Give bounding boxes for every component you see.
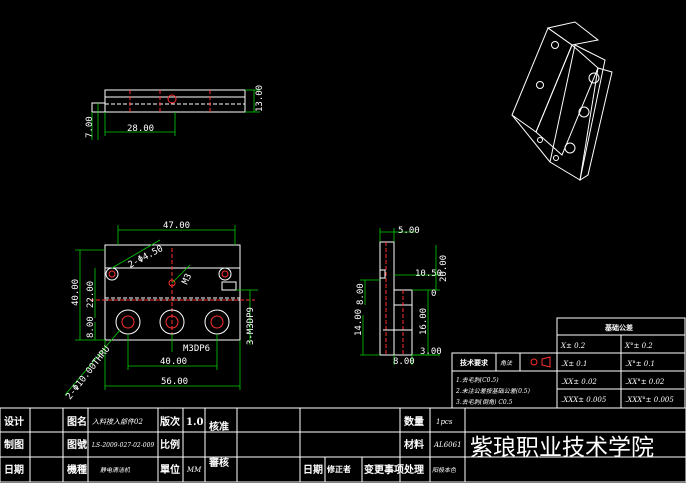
dim-side-20: 20.00 <box>439 255 449 282</box>
front-view: 47.00 2-Φ4.50 M3 40.00 22.00 8.00 3-M3DP… <box>64 221 258 402</box>
tb-review-label: 審核 <box>208 456 229 469</box>
dim-top-height: 13.00 <box>255 85 265 112</box>
tb-approve-label: 核准 <box>209 420 229 433</box>
dim-front-holes-span: 40.00 <box>160 357 187 367</box>
tol-r2-b: .X°± 0.1 <box>625 360 655 368</box>
tb-drawing-name: 入料接入部件02 <box>92 418 143 426</box>
tb-design-label: 设计 <box>4 415 24 428</box>
side-view: 5.00 10.50 20.00 16.00 0 8.00 14.00 8.00… <box>354 226 449 367</box>
school-name: 紫琅职业技术学院 <box>470 435 654 461</box>
tolerance-title: 基础公差 <box>604 323 633 332</box>
tolerance-table: 基础公差 X± 0.2 X°± 0.2 .X± 0.1 .X°± 0.1 .XX… <box>556 317 686 409</box>
projection-symbol-icon <box>530 358 538 366</box>
tech-item-1: 1.去毛刺(C0.5) <box>456 376 499 384</box>
tb-rev-date-label: 日期 <box>303 463 323 476</box>
tb-date-label: 日期 <box>4 463 24 476</box>
dim-side-10-50: 10.50 <box>415 269 442 279</box>
tech-title: 技术要求 <box>460 358 489 367</box>
isometric-view <box>511 21 613 182</box>
tech-requirements: 技术要求 角法 1.去毛刺(C0.5) 2.未注公差按基础公差(0.5) 3.去… <box>451 352 558 409</box>
dim-front-top-width: 47.00 <box>163 221 190 231</box>
tb-scale-label: 比例 <box>160 438 180 451</box>
tol-r3-a: .XX± 0.02 <box>561 378 597 386</box>
tb-material: AL6061 <box>433 441 462 449</box>
title-block: 设计 图名 入料接入部件02 版次 1.0 核准 数量 1pcs 制图 图號 L… <box>0 407 686 483</box>
dim-side-8: 8.00 <box>356 283 366 305</box>
dim-front-height-mid: 22.00 <box>86 281 96 308</box>
tol-r1-b: X°± 0.2 <box>624 342 653 350</box>
dim-front-height-low: 8.00 <box>86 316 96 338</box>
tb-unit: MM <box>186 466 202 474</box>
dim-side-top: 5.00 <box>398 226 420 236</box>
dim-side-0: 0 <box>431 289 436 299</box>
tb-drawing-name-label: 图名 <box>67 415 87 428</box>
top-view: 13.00 7.00 28.00 <box>85 85 265 140</box>
dim-top-width: 28.00 <box>127 124 154 134</box>
angle-label: 角法 <box>500 359 513 367</box>
tb-treatment-label: 处理 <box>403 463 424 476</box>
tb-material-label: 材料 <box>404 438 424 451</box>
tb-reviser-label: 修正者 <box>326 464 351 474</box>
tb-version: 1.0 <box>186 417 203 428</box>
tb-change-label: 变更事项 <box>364 463 404 476</box>
tech-item-3: 3.去毛刺(倒角) C0.5 <box>456 398 513 406</box>
tb-qty-label: 数量 <box>404 415 424 428</box>
dim-front-m3dp6: M3DP6 <box>183 344 210 354</box>
tb-draw-label: 制图 <box>4 438 24 451</box>
tb-unit-label: 單位 <box>160 463 180 476</box>
dim-side-16: 16.00 <box>419 308 429 335</box>
dim-top-left: 7.00 <box>85 116 95 138</box>
tb-model-label: 機種 <box>67 463 87 476</box>
tb-qty: 1pcs <box>436 418 453 426</box>
tb-version-label: 版次 <box>160 415 180 428</box>
tol-r1-a: X± 0.2 <box>560 342 586 350</box>
dim-front-height-total: 40.00 <box>71 279 81 306</box>
tb-drawing-no-label: 图號 <box>67 438 87 451</box>
tb-model: 静电清洁机 <box>100 466 131 474</box>
tol-r4-a: .XXX± 0.005 <box>561 396 607 404</box>
tol-r2-a: .X± 0.1 <box>561 360 587 368</box>
dim-front-m3: M3 <box>181 272 195 286</box>
tol-r3-b: .XX°± 0.02 <box>625 378 665 386</box>
tech-item-2: 2.未注公差按基础公差(0.5) <box>455 387 531 395</box>
tol-r4-b: .XXX°± 0.005 <box>625 396 674 404</box>
dim-side-14: 14.00 <box>354 309 364 336</box>
dim-front-bottom-width: 56.00 <box>161 377 188 387</box>
tb-treatment: 阳极本色 <box>432 466 457 474</box>
dim-front-m3dp9: 3-M3DP9 <box>246 307 256 345</box>
dim-side-8b: 8.00 <box>393 357 415 367</box>
tb-drawing-no: LS-2009-027-02-009 <box>91 442 154 449</box>
dim-side-3: 3.00 <box>420 347 442 357</box>
